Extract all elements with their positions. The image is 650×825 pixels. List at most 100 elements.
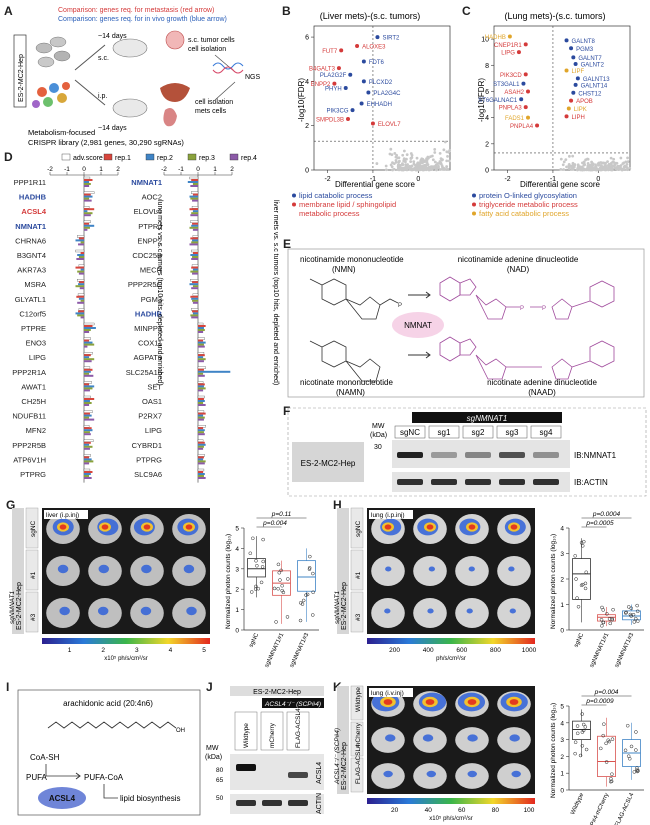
- volcano-point: [391, 168, 394, 172]
- bar: [190, 197, 198, 200]
- bar: [78, 281, 84, 284]
- panel-k-imaging: ES-2-MC2-HepWildtypemCherryFLAG-ACSL4ACS…: [334, 685, 644, 825]
- bar: [77, 270, 84, 273]
- band-actin: [431, 479, 457, 485]
- gene-label: PNPLA3: [499, 106, 523, 112]
- bar: [190, 270, 198, 273]
- data-point: [251, 536, 255, 541]
- gene-label: LIPG: [501, 51, 515, 57]
- data-point: [276, 562, 281, 567]
- bar: [83, 425, 90, 428]
- scale-tick-label: 20: [391, 807, 399, 814]
- legend-entry: adv.score: [73, 155, 103, 162]
- gene-label: PPP2R5B: [12, 441, 46, 450]
- band-actin: [236, 800, 256, 806]
- panel-a-mets-cells: mets cells: [195, 108, 227, 115]
- box: [597, 735, 616, 777]
- volcano-point: [437, 164, 440, 168]
- box: [572, 558, 591, 600]
- volcano-point: [410, 164, 414, 168]
- volcano-point: [606, 166, 610, 170]
- highlighted-gene-point: [526, 89, 530, 94]
- data-point: [575, 596, 579, 600]
- bar: [78, 272, 84, 275]
- bar: [191, 179, 198, 181]
- bar: [198, 445, 204, 448]
- signal-spot: [141, 564, 152, 574]
- panel-b-xlabel: Differential gene score: [335, 180, 415, 189]
- bar: [198, 387, 206, 390]
- y-tick-label: 0: [560, 628, 564, 635]
- bar: [198, 447, 204, 450]
- bar: [198, 372, 204, 375]
- signal-spot: [384, 734, 396, 742]
- panel-e-naad-abbr: (NAAD): [528, 388, 556, 397]
- highlighted-gene-point: [355, 43, 360, 48]
- volcano-point: [593, 167, 597, 171]
- volcano-point: [439, 168, 442, 171]
- bar: [80, 268, 84, 271]
- volcano-point: [434, 167, 438, 170]
- data-point: [580, 712, 584, 716]
- bar: [84, 458, 92, 461]
- bar: [84, 462, 90, 465]
- highlighted-gene-point: [359, 101, 364, 106]
- data-point: [601, 620, 605, 625]
- highlighted-gene-point: [336, 66, 341, 71]
- bar: [76, 295, 84, 298]
- bar: [198, 383, 205, 386]
- volcano-point: [433, 160, 437, 164]
- highlighted-gene-point: [370, 121, 375, 126]
- bar: [84, 370, 91, 373]
- bar: [192, 256, 198, 258]
- volcano-point: [424, 165, 427, 169]
- gene-label: AOC2: [142, 193, 162, 202]
- bar: [84, 389, 90, 392]
- volcano-point: [445, 165, 449, 168]
- y-tick-label: 5: [235, 526, 239, 533]
- bar: [198, 443, 206, 446]
- legend-swatch: [187, 153, 197, 161]
- data-point: [607, 617, 612, 621]
- highlighted-gene-point: [535, 123, 540, 128]
- volcano-point: [412, 160, 416, 164]
- highlighted-gene-point: [361, 79, 366, 84]
- gene-label: HADHB: [19, 193, 47, 202]
- signal-spot: [422, 734, 434, 742]
- bar: [84, 197, 90, 200]
- volcano-point: [417, 163, 421, 167]
- volcano-point: [603, 168, 607, 172]
- panel-j-mw: MW: [206, 745, 219, 752]
- volcano-point: [436, 162, 439, 165]
- volcano-point: [564, 158, 568, 161]
- volcano-point: [606, 160, 609, 164]
- volcano-point: [439, 157, 443, 161]
- bar: [84, 341, 93, 344]
- bar: [189, 283, 198, 286]
- bar: [83, 366, 91, 369]
- bar: [84, 195, 93, 198]
- data-point: [276, 586, 280, 591]
- volcano-point: [402, 149, 406, 153]
- axis-tick-label: -1: [178, 166, 184, 173]
- bar: [78, 264, 85, 267]
- data-point: [602, 722, 606, 726]
- volcano-point: [585, 168, 589, 172]
- gene-label: MINPP1: [134, 324, 162, 333]
- panel-a-cell-line: ES-2-MC2-Hep: [18, 54, 25, 102]
- x-tick-label: 0: [596, 176, 600, 183]
- bar: [80, 316, 84, 319]
- highlighted-gene-point: [523, 105, 528, 110]
- bar: [84, 354, 91, 357]
- bar: [84, 222, 90, 225]
- volcano-point: [389, 163, 393, 167]
- bar: [198, 327, 204, 329]
- panel-j-kda: (kDa): [205, 754, 222, 761]
- gene-label: FDT6: [369, 60, 385, 66]
- bar: [198, 368, 204, 371]
- legend-dot: [292, 202, 296, 207]
- bar: [77, 293, 85, 296]
- gene-label: NMNAT1: [131, 178, 162, 187]
- volcano-point: [438, 151, 442, 155]
- bar: [84, 445, 93, 448]
